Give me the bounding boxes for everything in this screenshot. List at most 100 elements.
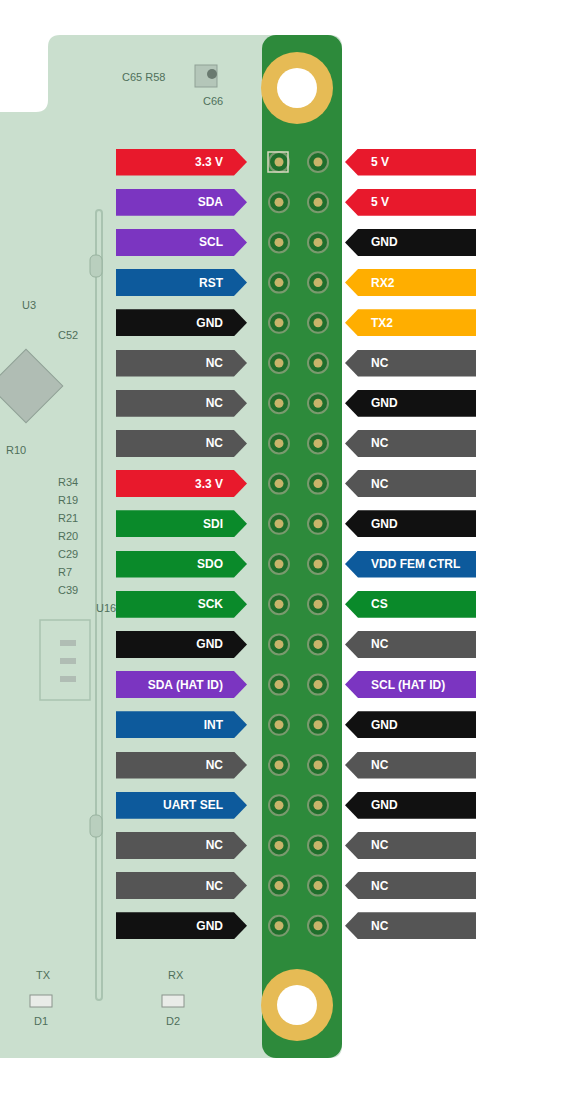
header-pin [269,313,289,333]
header-pin [308,514,328,534]
pin-pad [269,554,289,574]
pin [275,519,284,528]
pin-pad [308,755,328,775]
pin-label-tag: NC [116,872,247,899]
pin-name: CS [371,597,388,611]
pin-pad [308,835,328,855]
pin-name: NC [206,879,223,893]
pin-label-tag: TX2 [345,309,476,336]
header-pin [308,232,328,252]
silkscreen-text: R34 [58,477,78,488]
header-pin [269,514,289,534]
silkscreen-text: C66 [203,96,223,107]
pin [314,801,323,810]
pin-pad [308,152,328,172]
header-pin [308,474,328,494]
pin-pad [308,232,328,252]
pin-label-tag: INT [116,711,247,738]
pin [314,318,323,327]
pin-name: NC [371,436,388,450]
header-pin [269,353,289,373]
pin [314,359,323,368]
pin-name: SDO [197,557,223,571]
pin [275,399,284,408]
component [60,676,76,682]
pin-pad [308,393,328,413]
pin [314,720,323,729]
pin-name: 3.3 V [195,477,223,491]
pin-pad [308,554,328,574]
pin [275,921,284,930]
header-pin [308,916,328,936]
header-pin [269,795,289,815]
pin-name: SCL [199,235,223,249]
header-pin [269,192,289,212]
pin-name: NC [206,356,223,370]
pin-name: SCK [198,597,223,611]
silkscreen-text: R7 [58,567,72,578]
header-pin [269,916,289,936]
pin-label-tag: RST [116,269,247,296]
silkscreen-text: U3 [22,300,36,311]
silkscreen-text: D2 [166,1016,180,1027]
pin-pad [269,353,289,373]
pin-name: NC [206,396,223,410]
pin-name: NC [206,436,223,450]
pin [314,479,323,488]
pin [275,318,284,327]
pin-name: GND [196,316,223,330]
pin-name: VDD FEM CTRL [371,557,460,571]
pin-label-tag: NC [345,912,476,939]
header-pin [269,474,289,494]
pin-pad [308,795,328,815]
mounting-hole [261,969,333,1041]
pin-name: GND [196,919,223,933]
header-pin [269,152,289,172]
pin-name: NC [371,919,388,933]
pin-name: 3.3 V [195,155,223,169]
chip-outline [40,620,90,700]
pin-pad [308,474,328,494]
header-pin [269,273,289,293]
pin [275,278,284,287]
silkscreen-text: C65 R58 [122,72,165,83]
header-pin [308,393,328,413]
pin-pad [308,634,328,654]
pin-name: GND [371,235,398,249]
pin [314,519,323,528]
pin-label-tag: 5 V [345,149,476,176]
pin-pad [269,313,289,333]
pin1-marker [268,152,288,172]
header-pin [308,192,328,212]
pin-pad [308,433,328,453]
pin-label-tag: VDD FEM CTRL [345,551,476,578]
pin-pad [269,474,289,494]
pin-label-tag: GND [116,912,247,939]
antenna-pad [90,255,102,277]
component [60,658,76,664]
pin-pad [269,916,289,936]
pin-label-tag: RX2 [345,269,476,296]
pin-label-tag: CS [345,591,476,618]
pin-label-tag: NC [345,631,476,658]
header-pin [269,755,289,775]
pin-pad [269,715,289,735]
led [30,995,52,1007]
pin [314,680,323,689]
pin [275,680,284,689]
pin-pad [269,393,289,413]
header-pin [269,594,289,614]
pin-pad [308,916,328,936]
header-pin [308,554,328,574]
pin [314,841,323,850]
pin-name: SCL (HAT ID) [371,678,445,692]
header-pin [308,594,328,614]
pin-name: NC [371,356,388,370]
header-pin [308,634,328,654]
pin-pad [269,876,289,896]
pin [314,600,323,609]
mounting-hole-center [277,68,317,108]
pin-name: NC [206,758,223,772]
pin-name: TX2 [371,316,393,330]
pin-name: RX2 [371,276,394,290]
